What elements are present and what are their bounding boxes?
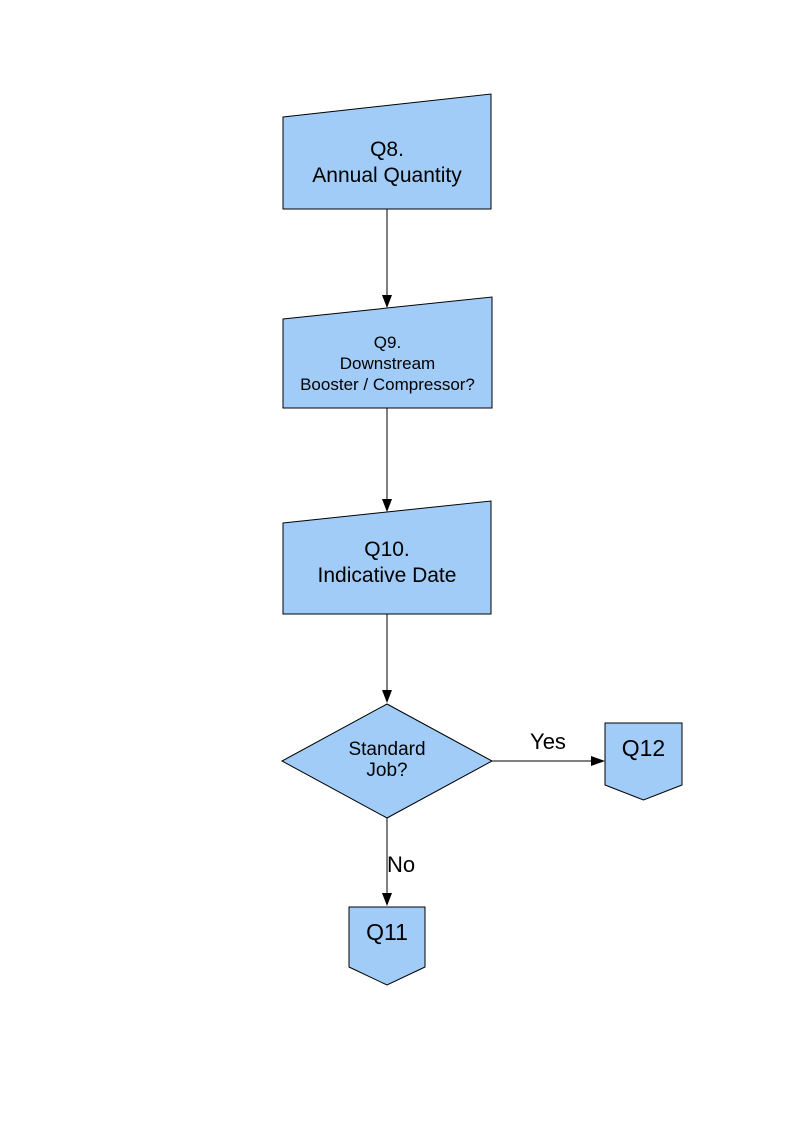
node-q8-shape — [282, 93, 492, 210]
node-q12-label: Q12 — [621, 735, 666, 761]
connector-q10-decision — [382, 614, 392, 703]
node-q11-label: Q11 — [366, 919, 408, 945]
node-decision-shape — [280, 703, 494, 819]
edge-label-yes: Yes — [530, 729, 566, 754]
arrowhead-down-icon — [382, 893, 392, 906]
connector-decision-q11-no — [382, 818, 392, 906]
node-q10-label: Q10. Indicative Date — [317, 538, 457, 587]
node-q12-shape — [604, 722, 683, 801]
connector-decision-q12-yes — [492, 756, 605, 766]
arrowhead-down-icon — [382, 295, 392, 308]
node-q9-shape — [282, 296, 493, 409]
arrowhead-right-icon — [591, 756, 605, 766]
node-q8-label: Q8. Annual Quantity — [312, 138, 462, 187]
edge-label-no: No — [386, 852, 416, 877]
arrowhead-down-icon — [382, 690, 392, 703]
node-q10-shape — [282, 500, 492, 615]
node-q11-shape — [348, 906, 426, 986]
node-decision-label: Standard Job? — [348, 739, 426, 781]
connector-q9-q10 — [382, 408, 392, 512]
arrowhead-down-icon — [382, 499, 392, 512]
node-q9-label: Q9. Downstream Booster / Compressor? — [300, 333, 475, 394]
connector-q8-q9 — [382, 209, 392, 308]
